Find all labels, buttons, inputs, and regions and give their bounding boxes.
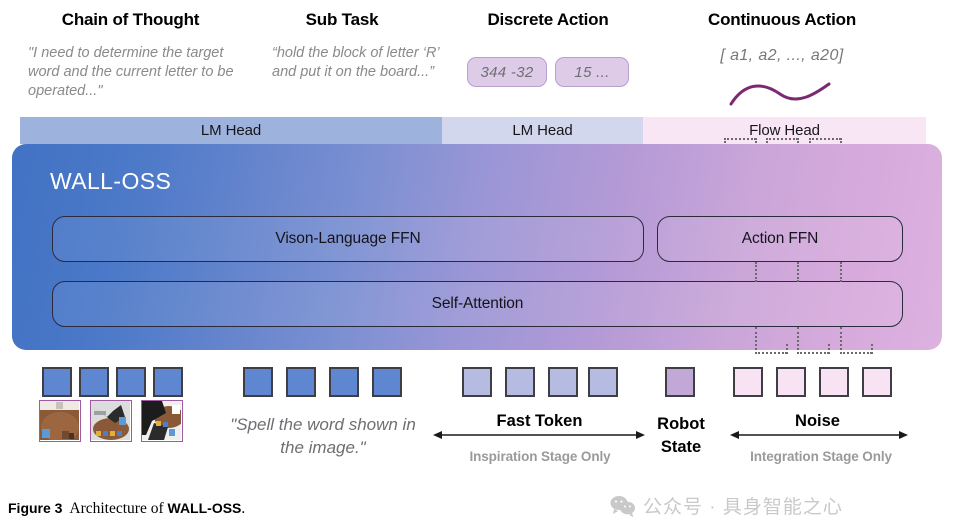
flow-dotline-up-top-1 — [724, 138, 756, 140]
flow-dotline-down-2 — [786, 344, 788, 354]
watermark-text: 公众号 · 具身智能之心 — [643, 497, 843, 518]
input-image-thumbnail-1 — [39, 400, 81, 442]
column-title-discrete-action: Discrete Action — [487, 10, 609, 29]
figure-caption: Figure 3 Architecture of WALL-OSS. — [8, 500, 245, 518]
figure-caption-model: WALL-OSS — [167, 500, 242, 516]
flow-dotline-mid-3 — [840, 262, 842, 282]
vision-language-ffn-block: Vison-Language FFN — [52, 216, 644, 262]
figure-caption-text: Architecture of — [69, 500, 168, 517]
token-square — [588, 367, 618, 397]
flow-dotline-down-3 — [797, 327, 799, 354]
figure-number: Figure 3 — [8, 500, 63, 516]
continuous-action-vector: [ a1, a2, ..., a20] — [720, 47, 844, 64]
flow-dotline-down-4 — [828, 344, 830, 354]
token-square — [79, 367, 109, 397]
fast-token-range-arrow — [433, 431, 645, 439]
token-square — [116, 367, 146, 397]
token-square — [462, 367, 492, 397]
column-quote-sub-task: “hold the block of letter ‘R’ and put it… — [272, 45, 439, 80]
lm-head-segment-1: LM Head — [20, 117, 442, 144]
fast-token-stage-label: Inspiration Stage Only — [469, 449, 611, 464]
column-title-continuous-action: Continuous Action — [708, 10, 856, 29]
input-image-thumbnail-3 — [141, 400, 183, 442]
column-title-chain-of-thought: Chain of Thought — [61, 10, 200, 29]
flow-dotline-mid-1 — [755, 262, 757, 282]
column-title-sub-task: Sub Task — [305, 10, 379, 29]
wechat-icon — [610, 495, 635, 517]
column-quote-chain-of-thought: "I need to determine the target word and… — [28, 45, 234, 99]
flow-dotline-up-top-2 — [766, 138, 798, 140]
action-ffn-block: Action FFN — [657, 216, 903, 262]
token-square — [505, 367, 535, 397]
noise-range-arrow — [730, 431, 908, 439]
flow-dotline-down-bot-3 — [840, 352, 872, 354]
figure-caption-period: . — [241, 500, 246, 517]
discrete-action-chip-2: 15 ... — [555, 57, 629, 87]
flow-dotline-down-bot-2 — [797, 352, 829, 354]
robot-state-label-line1: Robot — [657, 415, 705, 433]
wall-oss-model-box: WALL-OSS Vison-Language FFN Action FFN S… — [12, 144, 942, 350]
discrete-action-chip-1: 344 -32 — [467, 57, 547, 87]
watermark: 公众号 · 具身智能之心 — [610, 492, 843, 519]
fast-token-label: Fast Token — [496, 412, 583, 430]
token-square — [372, 367, 402, 397]
flow-dotline-down-bot-1 — [755, 352, 787, 354]
robot-state-label-line2: State — [660, 438, 702, 456]
noise-label: Noise — [795, 412, 840, 430]
flow-dotline-down-1 — [755, 327, 757, 354]
lm-head-segment-2: LM Head — [442, 117, 643, 144]
token-square — [153, 367, 183, 397]
token-square — [733, 367, 763, 397]
robot-state-token-square — [665, 367, 695, 397]
model-name-label: WALL-OSS — [50, 168, 172, 194]
flow-wave-icon — [729, 82, 831, 106]
vision-prompt-text: "Spell the word shown in the image." — [230, 415, 416, 457]
token-square — [776, 367, 806, 397]
token-square — [42, 367, 72, 397]
input-image-thumbnail-2 — [90, 400, 132, 442]
flow-dotline-mid-2 — [797, 262, 799, 282]
token-square — [548, 367, 578, 397]
flow-dotline-up-top-3 — [809, 138, 841, 140]
token-square — [862, 367, 892, 397]
flow-dotline-down-5 — [840, 327, 842, 354]
token-square — [243, 367, 273, 397]
token-square — [329, 367, 359, 397]
token-square — [286, 367, 316, 397]
flow-dotline-down-6 — [871, 344, 873, 354]
token-square — [819, 367, 849, 397]
noise-stage-label: Integration Stage Only — [750, 449, 892, 464]
self-attention-block: Self-Attention — [52, 281, 903, 327]
